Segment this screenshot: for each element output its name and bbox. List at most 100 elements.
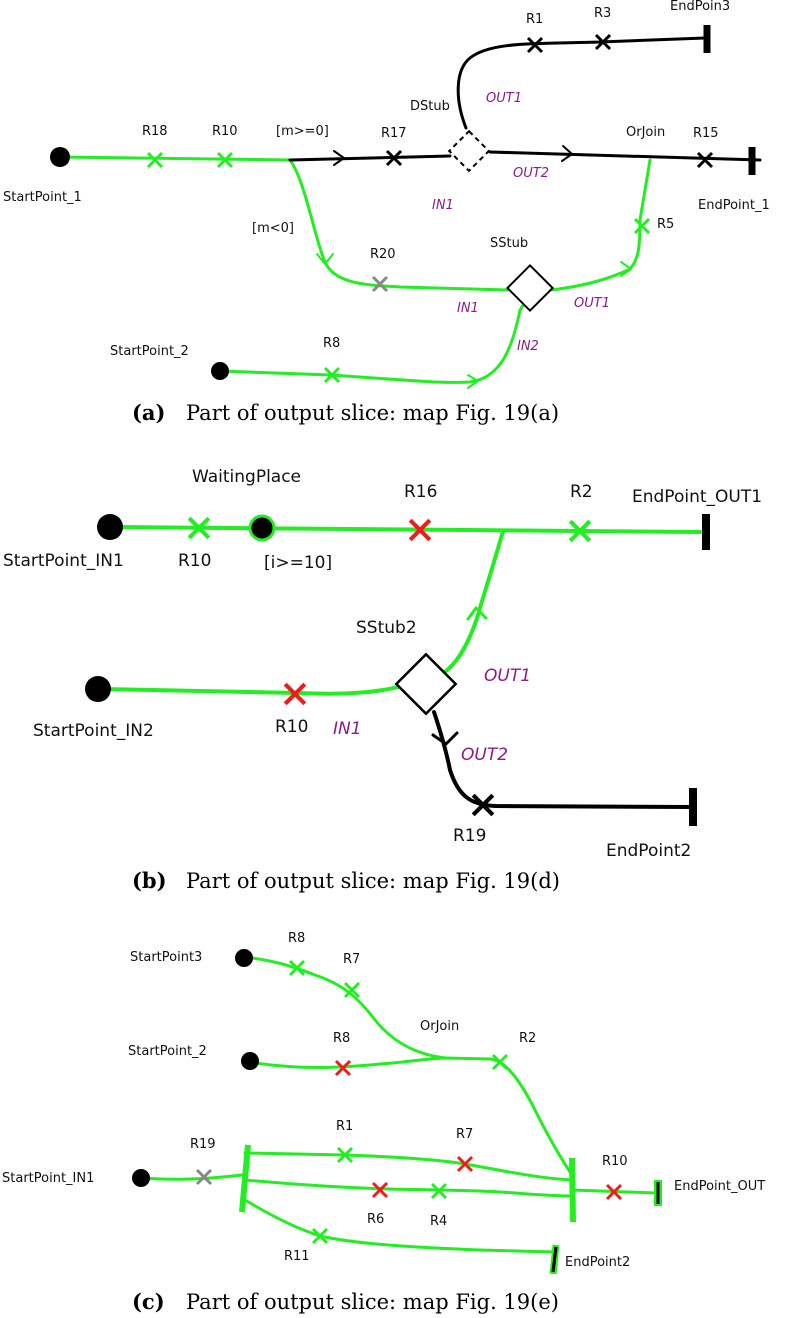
arrow-icon (620, 261, 632, 277)
label-r15: R15 (693, 126, 719, 141)
path-guard-lt (288, 158, 510, 292)
path-orjoin-to-bar (488, 1057, 574, 1177)
static-stub-icon (505, 263, 555, 313)
label-dstub: DStub (410, 99, 450, 114)
label-r7-mid: R7 (456, 1127, 473, 1142)
arrow-icon (561, 145, 573, 162)
waiting-place-icon (248, 514, 276, 542)
panel-b: WaitingPlace R16 R2 EndPoint_OUT1 StartP… (3, 467, 762, 893)
label-r10-bottom: R10 (275, 717, 308, 737)
label-r10: R10 (602, 1154, 628, 1169)
label-endpoint2: EndPoint2 (565, 1255, 630, 1270)
label-endpoint-out1: EndPoint_OUT1 (632, 487, 762, 507)
label-orjoin: OrJoin (420, 1019, 459, 1034)
label-sstub: SStub (490, 236, 528, 251)
label-orjoin: OrJoin (626, 125, 665, 140)
arrow-icon (466, 606, 488, 621)
panel-a: StartPoint_1 R18 R10 [m>=0] R17 DStub OU… (3, 0, 770, 425)
label-endpoint-1: EndPoint_1 (698, 198, 770, 213)
label-out1: OUT1 (484, 666, 531, 686)
label-startpoint-in1: StartPoint_IN1 (3, 551, 124, 571)
label-r2: R2 (570, 482, 593, 502)
caption-letter-b: (b) (132, 868, 167, 893)
path-start2 (246, 1056, 492, 1069)
path-out2-to-end1 (488, 150, 762, 162)
label-r17: R17 (381, 126, 407, 141)
label-r2: R2 (519, 1031, 536, 1046)
path-start2 (218, 296, 530, 384)
label-r1: R1 (336, 1119, 353, 1134)
label-startpoint3: StartPoint3 (130, 950, 202, 965)
label-in2: IN2 (517, 339, 539, 354)
arrow-icon (467, 374, 479, 389)
start-point-icon (235, 949, 253, 967)
start-point-icon (241, 1052, 259, 1070)
and-join-bar (569, 1157, 576, 1223)
end-bar-icon (551, 1246, 558, 1273)
responsibility-icon (491, 1053, 509, 1071)
label-guard-ge: [m>=0] (276, 124, 329, 139)
arrow-icon (431, 731, 459, 746)
panel-c: StartPoint3 R8 R7 OrJoin StartPoint_2 R8… (2, 931, 765, 1314)
caption-letter-a: (a) (132, 400, 165, 425)
start-point-icon (211, 362, 229, 380)
caption-a: Part of output slice: map Fig. 19(a) (186, 401, 559, 425)
label-r20: R20 (370, 247, 396, 262)
label-r18: R18 (142, 124, 168, 139)
and-fork-bar (239, 1144, 251, 1213)
label-in1: IN1 (333, 719, 362, 739)
path-in2 (98, 683, 407, 696)
caption-b: Part of output slice: map Fig. 19(d) (186, 869, 560, 893)
label-out1-sstub: OUT1 (574, 296, 610, 311)
path-r6-r4 (243, 1178, 574, 1198)
path-in1-to-out1 (108, 525, 702, 534)
label-r19: R19 (453, 826, 486, 846)
path-sstub-out1 (550, 158, 652, 292)
path-start1-main (58, 155, 292, 162)
label-start-point-2: StartPoint_2 (110, 344, 189, 359)
caption-letter-c: (c) (132, 1289, 165, 1314)
label-out2: OUT2 (513, 166, 549, 181)
label-out2: OUT2 (461, 745, 508, 765)
path-sstub2-out1 (443, 529, 505, 674)
start-point-icon (97, 514, 123, 540)
responsibility-icon (633, 217, 651, 235)
start-point-icon (50, 147, 70, 167)
label-endpoint2: EndPoint2 (606, 841, 691, 861)
label-in1-sstub: IN1 (457, 301, 479, 316)
label-waiting-place: WaitingPlace (192, 467, 301, 487)
path-out1-to-endpoin3 (456, 36, 707, 130)
label-endpoint-out: EndPoint_OUT (674, 1179, 765, 1194)
path-in1 (138, 1173, 244, 1181)
responsibility-icon (146, 151, 164, 169)
arrow-icon (333, 150, 345, 166)
dynamic-stub-icon (447, 129, 491, 173)
label-r10-top: R10 (178, 551, 211, 571)
caption-c: Part of output slice: map Fig. 19(e) (186, 1290, 559, 1314)
label-r5: R5 (657, 217, 674, 232)
label-r4: R4 (430, 1214, 447, 1229)
label-r10: R10 (212, 124, 238, 139)
start-point-icon (132, 1169, 150, 1187)
path-start3 (243, 955, 447, 1060)
label-r19: R19 (190, 1137, 216, 1152)
label-startpoint-in1: StartPoint_IN1 (2, 1171, 94, 1186)
label-r7-top: R7 (343, 952, 360, 967)
label-out1-top: OUT1 (486, 91, 522, 106)
label-r11: R11 (284, 1249, 310, 1264)
label-r16: R16 (404, 482, 437, 502)
label-endpoin3: EndPoin3 (670, 0, 730, 14)
start-point-icon (85, 676, 111, 702)
static-stub-icon (394, 652, 458, 716)
label-in1-dstub: IN1 (432, 198, 454, 213)
path-r1-r7 (243, 1151, 574, 1182)
label-r1: R1 (526, 12, 543, 27)
label-sstub2: SStub2 (356, 618, 417, 638)
label-start-point-1: StartPoint_1 (3, 190, 82, 205)
label-r8-mid: R8 (333, 1031, 350, 1046)
arrow-icon (316, 253, 334, 265)
label-startpoint-in2: StartPoint_IN2 (33, 721, 154, 741)
path-r11 (243, 1198, 557, 1254)
label-guard: [i>=10] (264, 553, 332, 573)
